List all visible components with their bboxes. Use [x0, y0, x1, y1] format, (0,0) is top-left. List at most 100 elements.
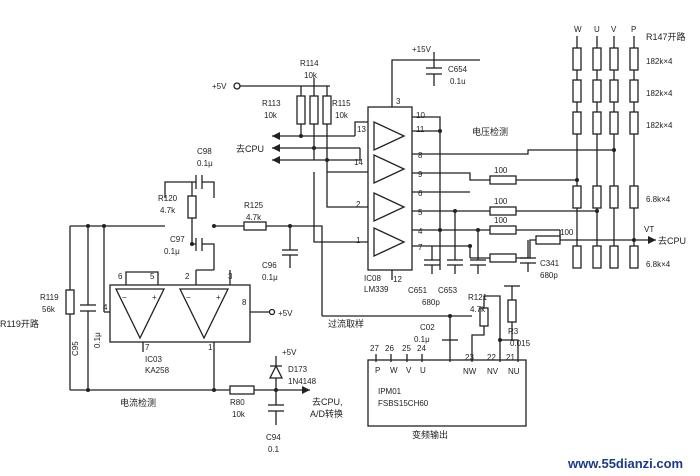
supply-label: +5V	[212, 82, 227, 91]
divider-top-value-2: 182k×4	[646, 89, 673, 98]
resistor-r115	[322, 95, 332, 125]
ipm-pin-23: 23	[465, 353, 474, 362]
pin-13: 13	[357, 125, 366, 134]
feedback-network: C98 0.1μ R120 4.7k C97 0.1μ R125 4.7k C9…	[158, 147, 323, 316]
c654-ref: C654	[448, 65, 468, 74]
ka258-pin-8: 8	[242, 298, 247, 307]
c02-value: 0.1μ	[414, 335, 430, 344]
pin-14: 14	[354, 158, 363, 167]
ic03-ref: IC03	[145, 355, 162, 364]
resistor-r120	[187, 195, 197, 219]
ic03-ka258: − + − + 6 5 2 3 4 8 7 1 IC03 KA258 +5V	[103, 271, 293, 375]
resistor-100-a	[489, 175, 517, 185]
ic03-part: KA258	[145, 366, 170, 375]
ipm-pin-25: 25	[402, 344, 411, 353]
ipm-pin-u: U	[420, 366, 426, 375]
to-cpu-vt-label: 去CPU	[658, 235, 686, 246]
opamp-vcc-label: +5V	[278, 309, 293, 318]
resistor-r3	[507, 299, 517, 323]
inverter-output-label: 变频输出	[412, 429, 448, 440]
ka258-pin-4: 4	[103, 303, 108, 312]
resistor-100-c	[489, 225, 517, 235]
comparator-2	[373, 153, 406, 185]
r119-open-note: R119开路	[0, 318, 39, 329]
c94-ref: C94	[266, 433, 281, 442]
ipm-pin-w: W	[390, 366, 398, 375]
r119-value: 56k	[42, 305, 56, 314]
c97-value: 0.1μ	[164, 247, 180, 256]
overcurrent-sample-label: 过流取样	[328, 318, 364, 329]
pin-8: 8	[418, 151, 423, 160]
resistor-r147	[629, 47, 639, 71]
watermark: www.55dianzi.com	[567, 456, 683, 471]
r114-ref: R114	[300, 59, 319, 68]
vt-label: VT	[644, 225, 654, 234]
r113-value: 10k	[264, 111, 278, 120]
c94-value: 0.1	[268, 445, 280, 454]
resistor-r114	[309, 95, 319, 125]
comparator-inputs: 100 100 100 100 电压检测	[412, 116, 576, 270]
svg-text:+: +	[216, 293, 221, 302]
svg-text:−: −	[122, 293, 127, 302]
r120-ref: R120	[158, 194, 178, 203]
r100c-value: 100	[494, 216, 508, 225]
pin-10: 10	[416, 111, 425, 120]
ipm-ref: IPM01	[378, 387, 402, 396]
pin-12: 12	[393, 275, 402, 284]
ka258-pin-6: 6	[118, 272, 123, 281]
col-u: U	[594, 25, 600, 34]
resistor-r113	[296, 95, 306, 125]
pin-11: 11	[416, 125, 425, 134]
r3-value: 0.015	[510, 339, 531, 348]
ipm01-body	[367, 359, 527, 427]
d173-part: 1N4148	[288, 377, 317, 386]
c95-ref: C95	[71, 341, 80, 356]
r125-value: 4.7k	[246, 213, 262, 222]
resistor-r119	[65, 289, 75, 315]
resistor-vt	[535, 235, 561, 245]
pin-3: 3	[396, 97, 401, 106]
r100b-value: 100	[494, 197, 508, 206]
resistor-100-d	[489, 253, 517, 263]
comparator-1	[373, 120, 406, 152]
r120-value: 4.7k	[160, 206, 176, 215]
comparator-3	[373, 191, 406, 223]
pin-1: 1	[356, 236, 361, 245]
r80-ref: R80	[230, 398, 245, 407]
ic08-lm339: IC08 LM339 3 10 11 13 14 8 9 6 5 2 4 1 7…	[313, 59, 480, 294]
ipm-part: FSBS15CH60	[378, 399, 429, 408]
c341-value: 680p	[540, 271, 558, 280]
c653-ref: C653	[438, 286, 458, 295]
svg-text:−: −	[186, 293, 191, 302]
filter-caps: C651 680p C653 C341 680p	[408, 211, 560, 307]
r121-ref: R121	[468, 293, 488, 302]
ipm-pin-v: V	[406, 366, 412, 375]
svg-text:+: +	[152, 293, 157, 302]
col-p: P	[631, 25, 636, 34]
ipm-pin-22: 22	[487, 353, 496, 362]
r125-ref: R125	[244, 201, 264, 210]
r80-value: 10k	[232, 410, 246, 419]
r147-open-note: R147开路	[646, 31, 686, 42]
ic08-ref: IC08	[364, 274, 381, 283]
c02-ref: C02	[420, 323, 435, 332]
ka258-pin-1: 1	[208, 343, 213, 352]
pullup-network: +5V R114 10k R113 10k R115 10k 去CPU	[212, 59, 360, 172]
to-cpu-label: 去CPU	[236, 143, 264, 154]
r115-value: 10k	[335, 111, 349, 120]
opamp-b	[178, 288, 230, 340]
r121-value: 4.7k	[470, 305, 486, 314]
ipm-pin-26: 26	[385, 344, 394, 353]
divider-top-value-3: 182k×4	[646, 121, 673, 130]
comparator-4	[373, 226, 406, 258]
r115-ref: R115	[332, 99, 351, 108]
c341-ref: C341	[540, 259, 560, 268]
pin-9: 9	[418, 170, 423, 179]
r3-ref: R3	[508, 327, 519, 336]
ipm-pin-nw: NW	[463, 367, 477, 376]
r119-ref: R119	[40, 293, 59, 302]
resistor-r80	[229, 385, 255, 395]
pin-4: 4	[418, 227, 423, 236]
pin-5: 5	[418, 208, 423, 217]
